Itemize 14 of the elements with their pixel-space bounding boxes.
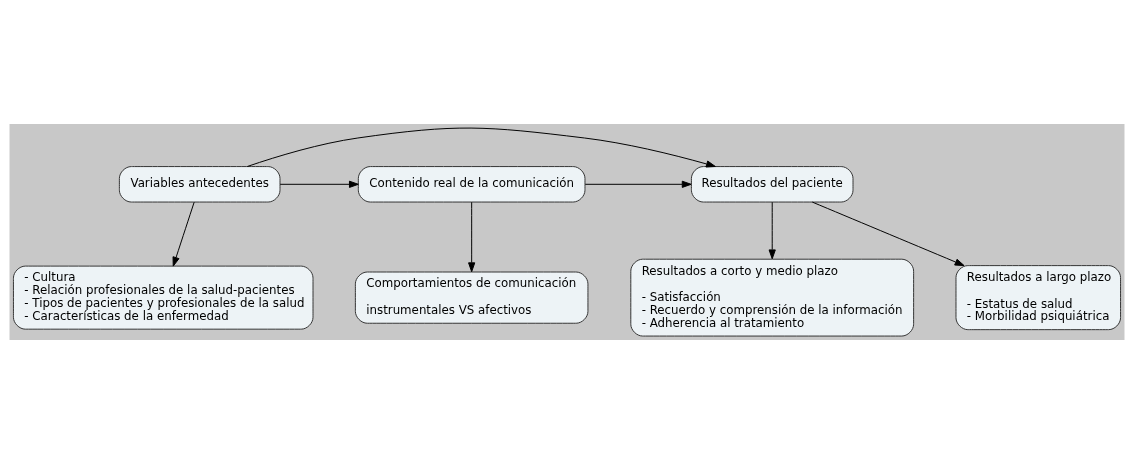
node-box: Comportamientos de comunicación instrumentales VS afectivos (354, 271, 589, 324)
node-box: - Cultura - Relación profesionales de la salud-pacientes - Tipos de pacientes y profesionales de la salud - Características de la enfermedad (12, 265, 314, 330)
node-box: Resultados a largo plazo - Estatus de salud - Morbilidad psiquiátrica (955, 265, 1122, 331)
node-box: Resultados del paciente (690, 166, 854, 203)
arrow (172, 201, 195, 267)
node-box: Variables antecedentes (118, 166, 281, 203)
arrow (246, 127, 716, 168)
node-box: Contenido real de la comunicación (357, 166, 586, 203)
arrow (584, 180, 692, 188)
arrow (811, 201, 965, 267)
arrow (279, 180, 359, 188)
arrow (468, 201, 476, 273)
arrow (768, 201, 776, 260)
node-box: Resultados a corto y medio plazo - Satisfacción - Recuerdo y comprensión de la información - Adherencia al tratamiento (630, 258, 915, 337)
